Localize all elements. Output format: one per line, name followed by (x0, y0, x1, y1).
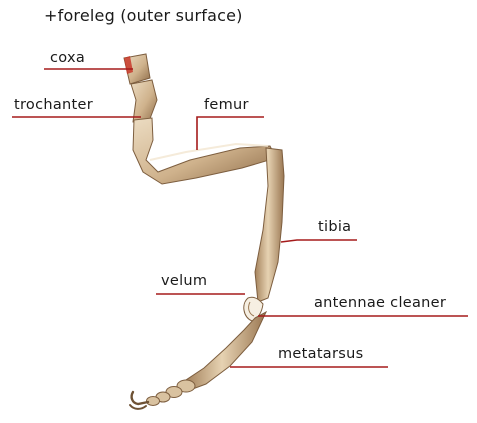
tarsus-and-claw (130, 380, 195, 409)
label-tibia: tibia (318, 219, 351, 235)
label-femur: femur (204, 97, 249, 113)
label-antennae-cleaner: antennae cleaner (314, 295, 446, 311)
diagram-title: +foreleg (outer surface) (44, 6, 243, 25)
leader-lines (12, 69, 468, 367)
femur-segment (133, 118, 276, 184)
label-coxa: coxa (50, 50, 85, 66)
tibia-leader-line (281, 240, 357, 242)
tibia-segment (255, 148, 284, 302)
metatarsus-segment (186, 312, 266, 390)
label-trochanter: trochanter (14, 97, 93, 113)
label-velum: velum (161, 273, 207, 289)
label-metatarsus: metatarsus (278, 346, 363, 362)
